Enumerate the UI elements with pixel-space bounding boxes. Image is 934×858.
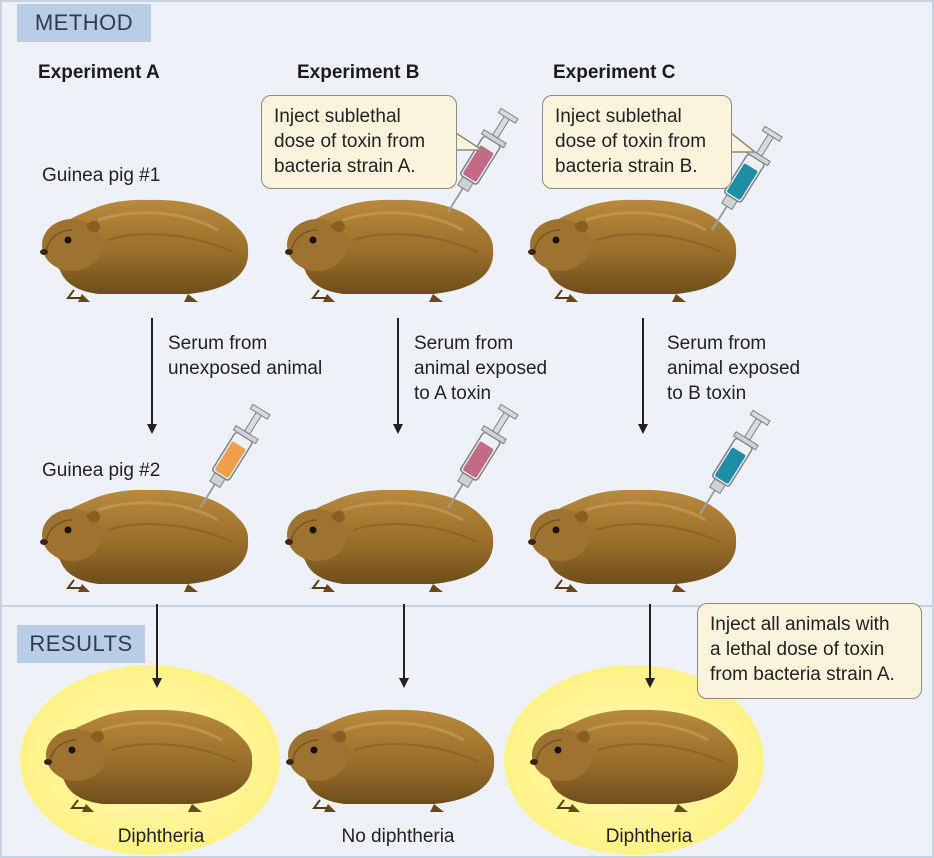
syringe-toxin-b [699,123,786,238]
bubble-tail-b [455,131,485,151]
serum-c-label: Serum from animal exposed to B toxin [667,333,801,404]
method-tag: METHOD [17,4,151,42]
lethal-dose-note: Inject all animals with a lethal dose of… [697,603,922,699]
outcome-b: No diphtheria [341,826,455,847]
serum-b-label: Serum from animal exposed to A toxin [414,333,548,404]
syringe-serum-c [687,407,774,522]
guinea-pig-1-label: Guinea pig #1 [42,165,161,186]
inject-strain-a-bubble: Inject sublethal dose of toxin from bact… [261,95,457,189]
syringe-serum-b [435,401,522,516]
experiment-b-heading: Experiment B [297,62,420,83]
guinea-pig-2-label: Guinea pig #2 [42,460,161,481]
outcome-c: Diphtheria [605,826,693,847]
result-pig-b [284,708,496,814]
results-tag: RESULTS [17,625,145,663]
guinea-pig-1a [38,198,250,304]
bubble-tail-c [730,131,758,153]
syringe-toxin-a [435,105,522,220]
guinea-pig-1b [283,198,495,304]
experiment-a-heading: Experiment A [38,62,160,83]
syringe-serum-a [187,401,274,516]
outcome-a: Diphtheria [117,826,205,847]
guinea-pig-1c [526,198,738,304]
guinea-pig-2a [38,488,250,594]
inject-strain-b-bubble: Inject sublethal dose of toxin from bact… [542,95,732,189]
experiment-c-heading: Experiment C [553,62,676,83]
guinea-pig-2b [283,488,495,594]
serum-a-label: Serum from unexposed animal [168,333,323,379]
